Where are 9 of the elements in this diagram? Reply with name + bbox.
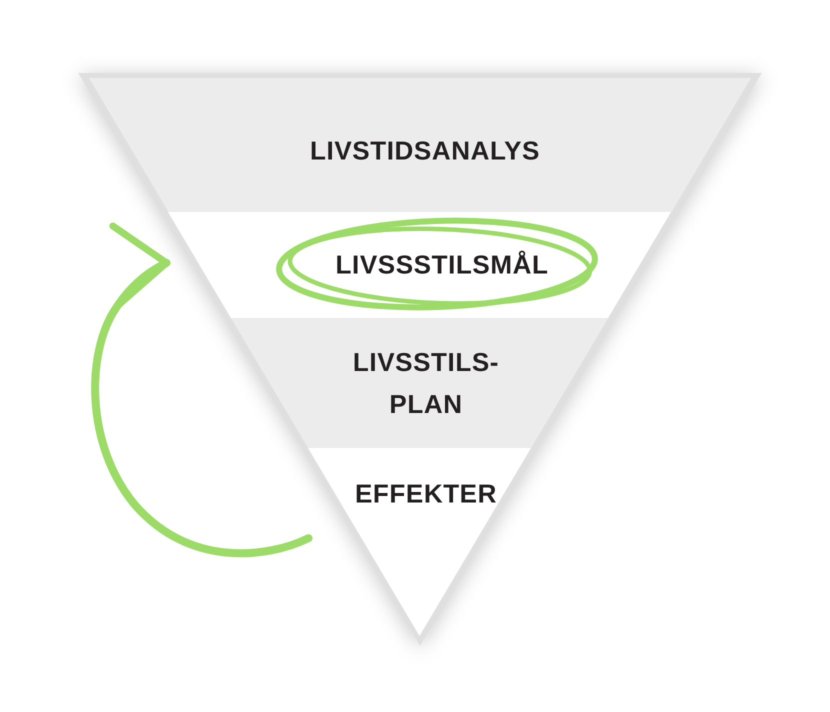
- tier-label: LIVSTIDSANALYS: [310, 135, 540, 167]
- funnel-tier: [168, 212, 672, 318]
- tier-label: LIVSSSTILSMÅL: [336, 249, 548, 281]
- funnel-tier: [308, 448, 532, 636]
- tier-label: LIVSSTILS- PLAN: [352, 346, 500, 421]
- funnel-tier: [89, 78, 751, 212]
- curved-arrow: [91, 222, 312, 558]
- tier-label: EFFEKTER: [354, 478, 497, 510]
- funnel-tier: [231, 318, 609, 448]
